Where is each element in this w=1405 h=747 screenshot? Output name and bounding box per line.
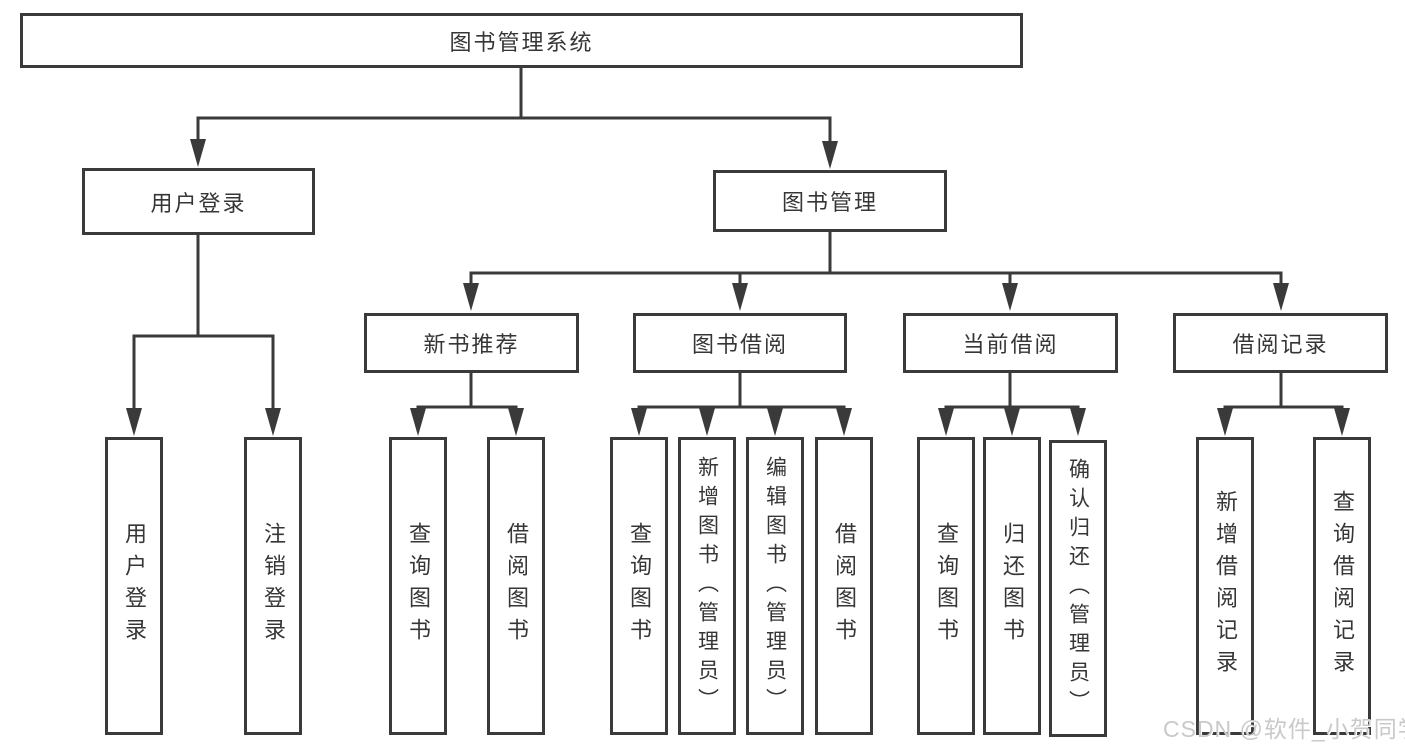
node-borrowing-records-label: 借阅记录 <box>1232 332 1329 357</box>
node-leaf-records-add-record-label: 新增借阅记录 <box>1213 490 1238 682</box>
node-leaf-records-add-record: 新增借阅记录 <box>1196 437 1254 735</box>
node-leaf-current-query-books-label: 查询图书 <box>934 522 959 650</box>
node-leaf-borrow-add-books-admin-label: 新增图书（管理员） <box>695 455 719 717</box>
node-book-borrowing: 图书借阅 <box>633 313 847 373</box>
node-leaf-current-query-books: 查询图书 <box>917 437 975 735</box>
node-current-borrowing: 当前借阅 <box>903 313 1118 373</box>
node-leaf-borrow-borrow-books: 借阅图书 <box>815 437 873 735</box>
node-leaf-current-return-books-label: 归还图书 <box>1000 522 1025 650</box>
node-new-book-recommend-label: 新书推荐 <box>423 332 520 357</box>
node-leaf-newrec-borrow-books-label: 借阅图书 <box>504 522 529 650</box>
node-leaf-borrow-edit-books-admin-label: 编辑图书（管理员） <box>763 455 787 717</box>
node-leaf-newrec-query-books: 查询图书 <box>389 437 447 735</box>
node-leaf-newrec-borrow-books: 借阅图书 <box>487 437 545 735</box>
node-leaf-borrow-borrow-books-label: 借阅图书 <box>832 522 857 650</box>
node-leaf-current-confirm-return-admin: 确认归还（管理员） <box>1049 440 1107 737</box>
node-leaf-borrow-edit-books-admin: 编辑图书（管理员） <box>746 437 804 735</box>
node-leaf-logout: 注销登录 <box>244 437 302 735</box>
node-book-management-module-label: 图书管理 <box>781 190 878 215</box>
node-leaf-borrow-add-books-admin: 新增图书（管理员） <box>678 437 736 735</box>
node-leaf-current-return-books: 归还图书 <box>983 437 1041 735</box>
node-leaf-user-login-label: 用户登录 <box>122 522 147 650</box>
csdn-watermark: CSDN @软件_小贺同学 <box>1163 716 1405 742</box>
node-current-borrowing-label: 当前借阅 <box>962 332 1059 357</box>
node-new-book-recommend: 新书推荐 <box>364 313 579 373</box>
node-leaf-borrow-query-books: 查询图书 <box>610 437 668 735</box>
node-book-borrowing-label: 图书借阅 <box>691 332 788 357</box>
node-book-management-module: 图书管理 <box>713 170 947 232</box>
node-leaf-records-query-record: 查询借阅记录 <box>1313 437 1371 735</box>
node-leaf-user-login: 用户登录 <box>105 437 163 735</box>
node-user-login-module: 用户登录 <box>82 168 315 235</box>
node-library-system: 图书管理系统 <box>20 13 1023 68</box>
node-leaf-logout-label: 注销登录 <box>261 522 286 650</box>
node-leaf-records-query-record-label: 查询借阅记录 <box>1330 490 1355 682</box>
node-leaf-newrec-query-books-label: 查询图书 <box>406 522 431 650</box>
node-library-system-label: 图书管理系统 <box>449 29 594 55</box>
node-borrowing-records: 借阅记录 <box>1173 313 1388 373</box>
node-leaf-borrow-query-books-label: 查询图书 <box>627 522 652 650</box>
node-user-login-module-label: 用户登录 <box>150 190 247 216</box>
node-leaf-current-confirm-return-admin-label: 确认归还（管理员） <box>1066 458 1090 719</box>
